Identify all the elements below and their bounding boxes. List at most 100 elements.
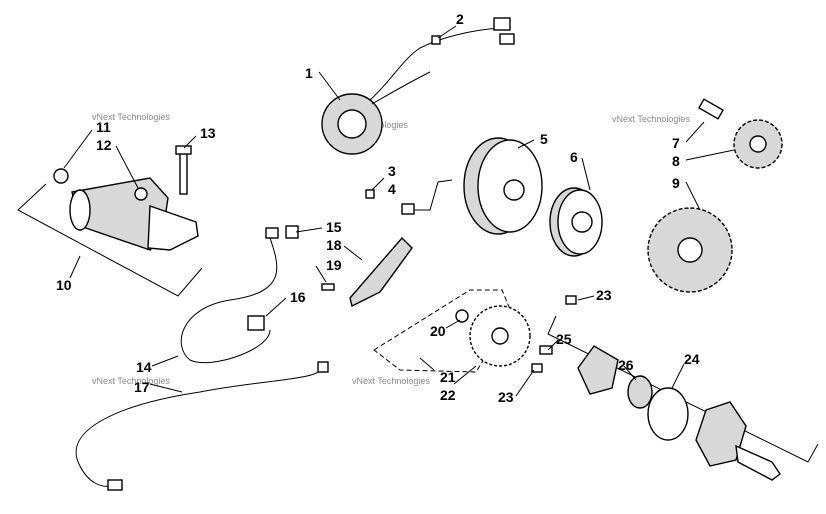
leader-line (453, 365, 477, 385)
callout-25: 25 (556, 331, 572, 347)
leader-line (515, 369, 535, 397)
callout-26: 26 (618, 357, 634, 373)
screw (321, 283, 335, 291)
ground-cable (75, 367, 323, 487)
pump-gear (627, 375, 653, 409)
screw (539, 345, 553, 355)
stator-group (321, 17, 515, 155)
leader-line (151, 355, 179, 367)
callout-18: 18 (326, 237, 342, 253)
flywheel-hub (503, 179, 525, 201)
callout-12: 12 (96, 137, 112, 153)
screw (365, 189, 375, 199)
cable-terminal (317, 361, 329, 373)
starter-bolt-head (175, 145, 192, 155)
watermark: vNext Technologies (92, 112, 170, 122)
screw (431, 35, 441, 45)
starter-bolt (179, 149, 188, 195)
screw (565, 295, 577, 305)
harness-connector (499, 33, 515, 45)
leader-line (547, 339, 559, 351)
flywheel-group (463, 137, 603, 257)
pump-shaft (735, 444, 781, 481)
leader-line (671, 363, 685, 389)
chain-group (321, 236, 531, 373)
sprocket-hole (491, 327, 509, 345)
callout-14: 14 (136, 359, 152, 375)
starter-motor-end (69, 189, 91, 231)
watermark: vNext Technologies (612, 114, 690, 124)
callout-24: 24 (684, 351, 700, 367)
leader-line (419, 357, 435, 371)
cable-terminal (107, 479, 123, 491)
callout-4: 4 (388, 181, 396, 197)
leader-line (445, 319, 461, 329)
callout-5: 5 (540, 131, 548, 147)
chain-guide (349, 236, 413, 308)
leader-line (149, 383, 183, 393)
starter-driven-gear-hub (677, 237, 703, 263)
callout-labels: 1 2 3 4 5 6 7 8 9 10 11 12 13 14 15 16 1… (56, 11, 700, 405)
cable-group (75, 225, 329, 491)
leader-line (517, 139, 535, 149)
leader-line (343, 245, 363, 261)
callout-13: 13 (200, 125, 216, 141)
starter-terminal (134, 187, 148, 201)
leader-line (685, 149, 735, 161)
stator-harness (369, 27, 501, 101)
oil-pump-group (531, 295, 819, 481)
callout-22: 22 (440, 387, 456, 403)
watermark: vNext Technologies (352, 376, 430, 386)
leader-line (295, 227, 323, 233)
callout-11: 11 (96, 119, 111, 135)
harness-connector (493, 17, 511, 31)
starter-clutch-center (571, 211, 593, 233)
leader-line (581, 157, 591, 191)
leader-line (371, 177, 385, 191)
gear-group (647, 98, 783, 293)
circlip (455, 309, 469, 323)
leader-line (265, 297, 287, 317)
callout-9: 9 (672, 175, 680, 191)
cable-terminal (265, 227, 279, 239)
leader-line (115, 145, 139, 189)
terminal-boot (247, 315, 265, 331)
callout-16: 16 (290, 289, 306, 305)
pump-rotor (647, 387, 689, 441)
leader-line (685, 121, 705, 143)
callout-23: 23 (498, 389, 514, 405)
callout-7: 7 (672, 135, 680, 151)
callout-2: 2 (456, 11, 464, 27)
idler-gear-hub (749, 135, 767, 153)
callout-3: 3 (388, 163, 396, 179)
screw (531, 363, 543, 373)
callout-23: 23 (596, 287, 612, 303)
leader-line (685, 181, 701, 211)
oil-pump-cover (577, 345, 619, 395)
callout-19: 19 (326, 257, 342, 273)
callout-20: 20 (430, 323, 446, 339)
callout-10: 10 (56, 277, 72, 293)
leader-line (577, 295, 595, 301)
stator-center (337, 109, 367, 139)
group-bracket-line (17, 183, 203, 297)
pump-housing (695, 401, 747, 467)
leader-line (437, 25, 457, 39)
watermark: vNext Technologies (92, 376, 170, 386)
o-ring (53, 168, 69, 184)
leader-line (414, 179, 453, 211)
starter-motor-group (17, 145, 203, 297)
leader-line (318, 71, 341, 101)
leader-line (183, 135, 197, 149)
bolt (401, 203, 415, 215)
callout-17: 17 (134, 379, 150, 395)
shaft (698, 98, 724, 120)
leader-line (63, 129, 93, 169)
callout-6: 6 (570, 149, 578, 165)
callout-15: 15 (326, 219, 342, 235)
starter-motor-flange (147, 205, 199, 251)
leader-line (69, 255, 81, 279)
leader-line (623, 365, 637, 381)
